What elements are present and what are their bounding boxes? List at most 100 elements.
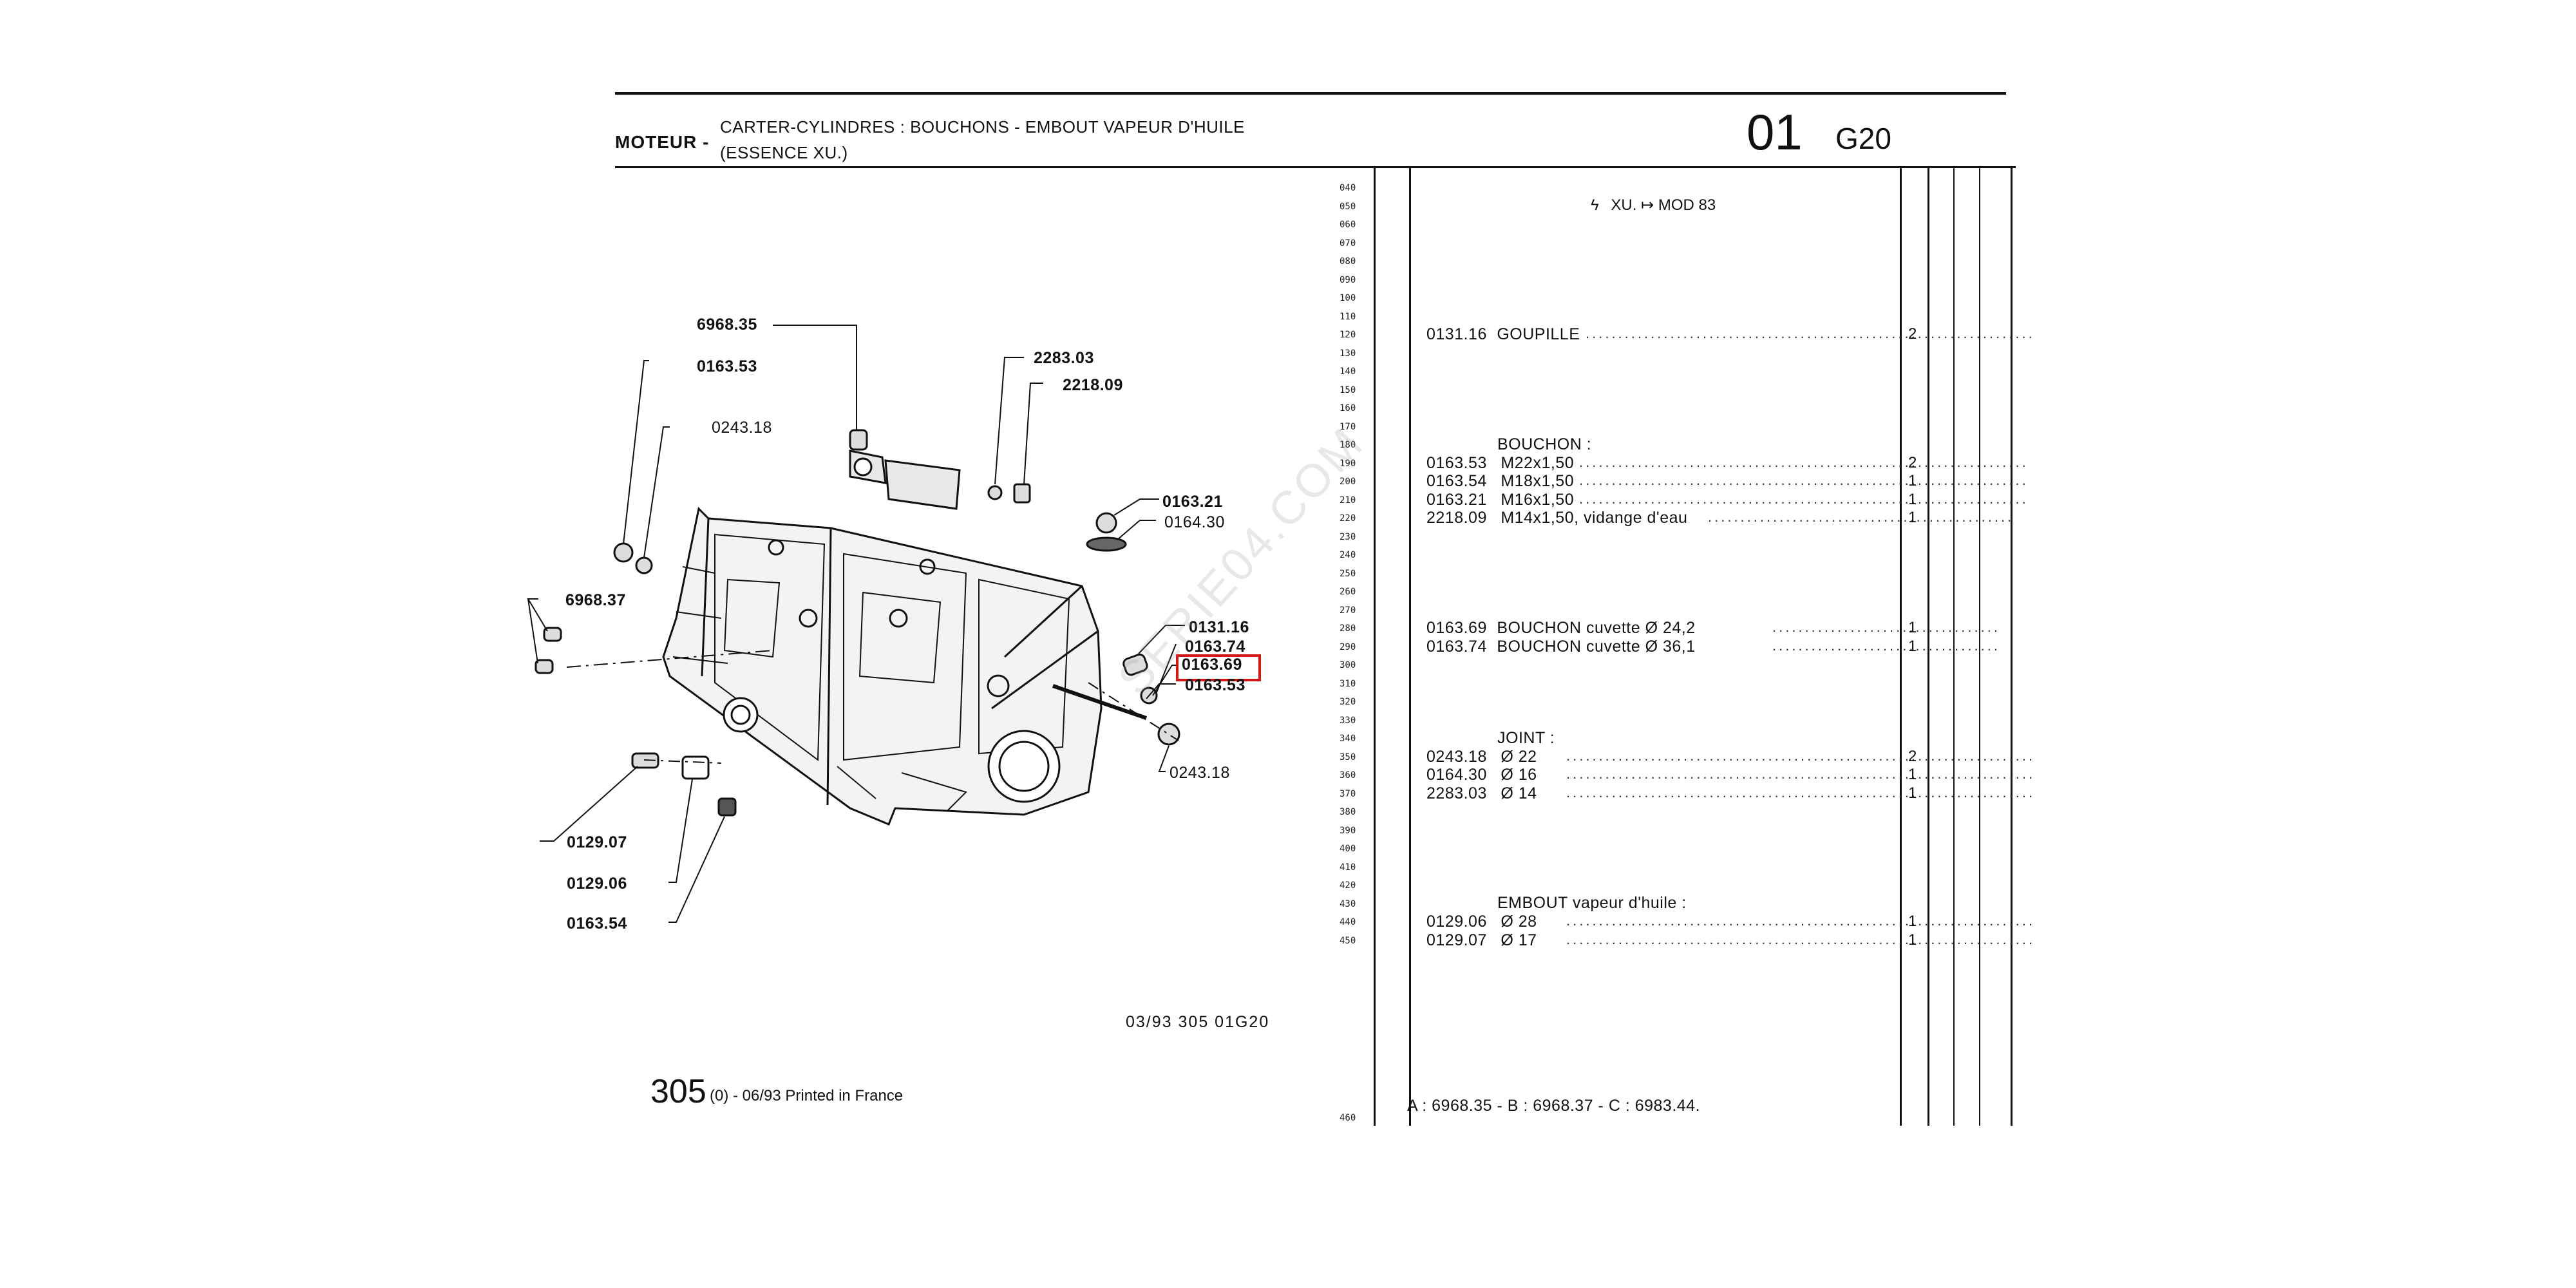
footer-edition: (0) - 06/93 Printed in France (710, 1087, 904, 1104)
leader-dots: ........................................… (1566, 913, 2036, 929)
part-desc: Ø 14 (1501, 784, 1537, 802)
line-code: 310 (1340, 678, 1356, 689)
part-qty: 2 (1908, 325, 1917, 343)
leader-dots: ........................................… (1579, 454, 2029, 470)
callout-label: 0163.53 (697, 357, 757, 375)
line-code: 040 (1340, 183, 1356, 193)
callout-label: 0131.16 (1189, 618, 1249, 636)
part-label: GOUPILLE (1497, 325, 1580, 343)
header-top-rule (615, 92, 2006, 95)
column-rule-1 (1374, 166, 1376, 1126)
part-qty: 1 (1908, 472, 1917, 489)
callout-label: 6968.37 (565, 591, 626, 609)
leader-dots: ................................... (1772, 638, 2000, 654)
header-group-number: 01 (1747, 104, 1803, 160)
part-row: 0163.54 M18x1,50 (1426, 472, 1574, 491)
part-ref: 0163.74 (1426, 638, 1487, 656)
part-qty: 1 (1908, 509, 1917, 526)
line-code: 450 (1340, 935, 1356, 946)
part-desc: Ø 16 (1501, 766, 1537, 784)
line-code: 130 (1340, 348, 1356, 359)
line-code: 160 (1340, 403, 1356, 413)
line-code: 340 (1340, 734, 1356, 744)
line-code: 150 (1340, 384, 1356, 395)
line-code: 460 (1340, 1113, 1356, 1123)
part-row: 0129.06 Ø 28 (1426, 913, 1537, 931)
diagram-reference: 03/93 305 01G20 (1126, 1013, 1270, 1031)
footer-references: A : 6968.35 - B : 6968.37 - C : 6983.44. (1407, 1097, 1701, 1115)
callout-label: 0164.30 (1164, 513, 1225, 531)
callout-label: 0163.74 (1185, 638, 1245, 656)
part-qty: 1 (1908, 638, 1917, 655)
line-code: 430 (1340, 898, 1356, 909)
line-code: 360 (1340, 770, 1356, 781)
leader-dots: ........................................… (1566, 931, 2036, 947)
section-heading-embout: EMBOUT vapeur d'huile : (1497, 894, 1687, 912)
callout-label: 0243.18 (1170, 764, 1230, 782)
line-code: 270 (1340, 605, 1356, 616)
callout-label: 2218.09 (1063, 376, 1123, 394)
part-ref: 0163.54 (1426, 472, 1487, 490)
small-parts (535, 429, 1180, 817)
callout-label: 2283.03 (1034, 349, 1094, 367)
line-code: 410 (1340, 862, 1356, 873)
header-section: MOTEUR - (615, 132, 710, 152)
part-row: 0163.53 M22x1,50 (1426, 454, 1574, 473)
line-code: 060 (1340, 220, 1356, 230)
callout-label: 0129.07 (567, 833, 627, 851)
line-code: 300 (1340, 660, 1356, 670)
column-rule-2 (1409, 166, 1411, 1126)
part-qty: 2 (1908, 748, 1917, 765)
line-code: 220 (1340, 513, 1356, 524)
applicability-row: ϟ XU. ↦ MOD 83 (1591, 196, 1716, 214)
line-code: 290 (1340, 641, 1356, 652)
part-ref: 0129.06 (1426, 913, 1487, 931)
footer-page-number: 305 (650, 1073, 706, 1110)
line-code: 070 (1340, 238, 1356, 249)
callout-label: 0163.69 (1182, 656, 1242, 674)
leader-dots: ........................................… (1586, 325, 2035, 341)
line-code: 200 (1340, 477, 1356, 487)
line-code: 240 (1340, 550, 1356, 560)
line-code: 140 (1340, 366, 1356, 377)
lightning-icon: ϟ (1591, 196, 1599, 214)
line-code: 050 (1340, 201, 1356, 212)
part-qty: 1 (1908, 619, 1917, 636)
callout-label: 6968.35 (697, 316, 757, 334)
highlight-box (1176, 654, 1261, 681)
leader-dots: ................................... (1772, 619, 2000, 635)
part-ref: 0163.21 (1426, 491, 1487, 509)
line-code: 210 (1340, 495, 1356, 506)
column-rule-4 (1927, 166, 1929, 1126)
header-bottom-rule (615, 166, 2016, 168)
line-code: 170 (1340, 421, 1356, 432)
part-row: 0163.74 BOUCHON cuvette Ø 36,1 (1426, 638, 1696, 656)
section-heading-joint: JOINT : (1497, 729, 1555, 747)
line-code: 080 (1340, 256, 1356, 267)
part-qty: 1 (1908, 784, 1917, 802)
part-qty: 1 (1908, 766, 1917, 783)
line-code: 350 (1340, 752, 1356, 762)
line-code: 180 (1340, 440, 1356, 450)
header-title-line2: (ESSENCE XU.) (720, 143, 848, 162)
callout-label: 0163.54 (567, 914, 627, 933)
leader-dots: ........................................… (1566, 748, 2036, 764)
line-code: 100 (1340, 293, 1356, 303)
part-qty: 1 (1908, 491, 1917, 508)
applicability-text: XU. ↦ MOD 83 (1611, 196, 1716, 214)
part-ref: 0164.30 (1426, 766, 1487, 784)
part-row: 2283.03 Ø 14 (1426, 784, 1537, 803)
line-code: 110 (1340, 311, 1356, 322)
line-code: 230 (1340, 531, 1356, 542)
part-qty: 1 (1908, 931, 1917, 949)
part-row: 0163.69 BOUCHON cuvette Ø 24,2 (1426, 619, 1696, 638)
callout-label: 0163.53 (1185, 676, 1245, 694)
part-row: 0129.07 Ø 17 (1426, 931, 1537, 950)
leader-dots: ........................................… (1579, 472, 2029, 488)
leader-dots: ........................................… (1566, 766, 2036, 782)
line-code: 320 (1340, 697, 1356, 707)
leader-lines (527, 325, 1185, 923)
header-subgroup: G20 (1835, 122, 1891, 155)
part-qty: 1 (1908, 913, 1917, 930)
